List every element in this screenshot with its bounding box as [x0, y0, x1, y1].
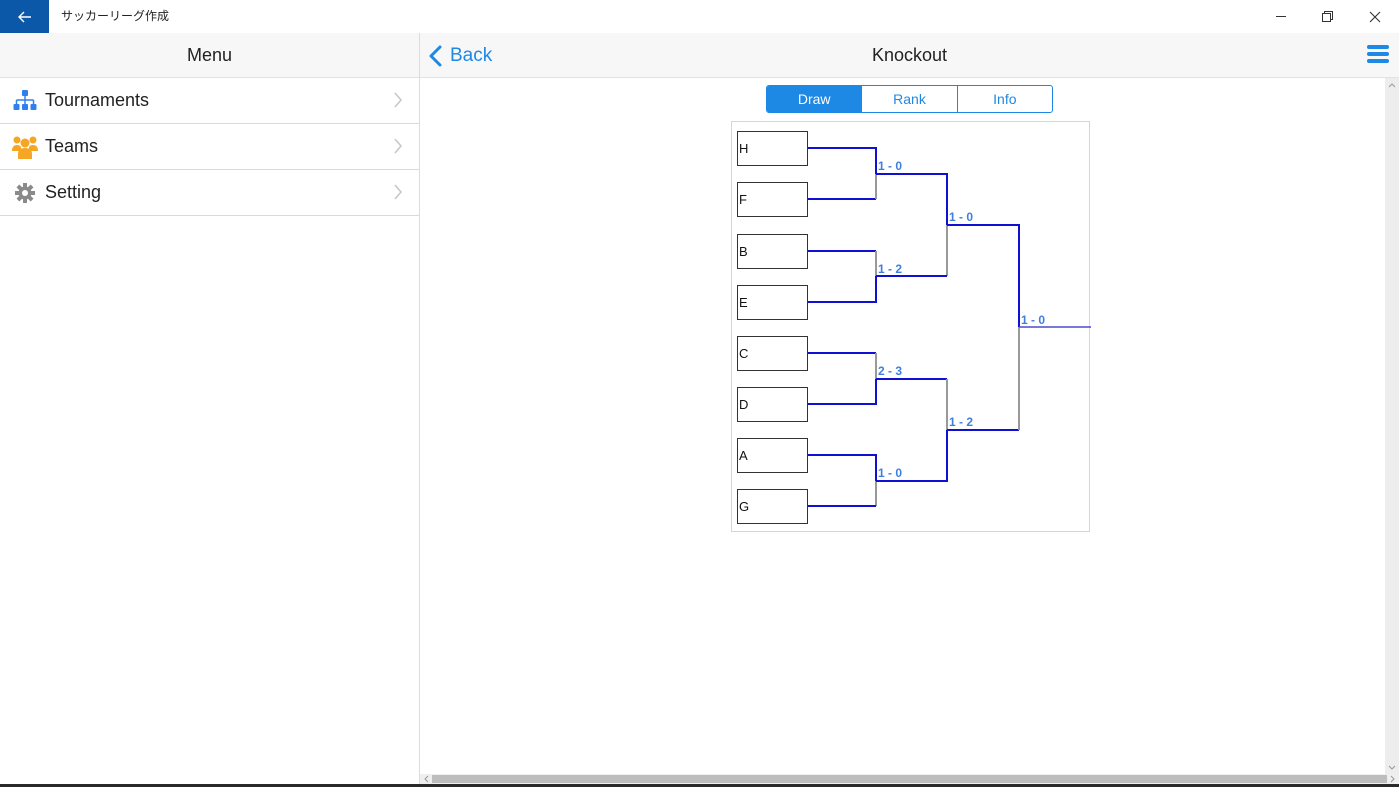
sidebar-item-setting[interactable]: Setting [0, 170, 419, 216]
scroll-left-icon [424, 775, 429, 783]
chevron-right-icon [394, 138, 403, 154]
match-score: 1 - 2 [878, 262, 903, 276]
sidebar-item-tournaments[interactable]: Tournaments [0, 78, 419, 124]
scroll-right-icon [1390, 775, 1395, 783]
back-button[interactable]: Back [428, 33, 492, 78]
minimize-button[interactable] [1258, 0, 1304, 33]
minimize-icon [1275, 16, 1286, 17]
match-score: 1 - 2 [949, 415, 974, 429]
tab-draw[interactable]: Draw [767, 86, 863, 112]
scrollbar-thumb[interactable] [432, 775, 1387, 783]
team-box[interactable]: D [737, 387, 808, 422]
tab-info[interactable]: Info [993, 91, 1017, 107]
team-box[interactable]: H [737, 131, 808, 166]
back-label: Back [450, 44, 493, 66]
team-box[interactable]: C [737, 336, 808, 371]
scroll-up-icon [1388, 83, 1396, 88]
title-bar: サッカーリーグ作成 [0, 0, 1399, 33]
window-title: サッカーリーグ作成 [61, 9, 170, 23]
view-tabs: Draw Rank Info [766, 85, 1053, 113]
main-header: Back Knockout [420, 33, 1399, 78]
sidebar-item-label: Setting [45, 182, 102, 202]
match-score: 1 - 0 [878, 466, 903, 480]
restore-icon [1322, 10, 1333, 22]
restore-button[interactable] [1305, 0, 1351, 33]
chevron-left-icon [429, 45, 442, 66]
team-box[interactable]: A [737, 438, 808, 473]
team-box[interactable]: G [737, 489, 808, 524]
final-score: 1 - 0 [1021, 313, 1046, 327]
team-box[interactable]: F [737, 182, 808, 217]
window-back-button[interactable] [0, 0, 49, 33]
sidebar-item-label: Teams [45, 136, 99, 156]
page-title: Knockout [871, 45, 948, 65]
sidebar: Menu Tournaments Teams Setting [0, 33, 420, 787]
scroll-down-icon [1388, 765, 1396, 770]
taskbar-edge [0, 784, 1399, 787]
close-button[interactable] [1352, 0, 1398, 33]
gear-icon [12, 180, 38, 206]
chevron-right-icon [394, 184, 403, 200]
hierarchy-icon [12, 88, 38, 114]
hamburger-line [1367, 52, 1389, 56]
match-score: 1 - 0 [878, 159, 903, 173]
sidebar-header: Menu [0, 33, 419, 78]
sidebar-item-label: Tournaments [45, 90, 150, 110]
tab-rank[interactable]: Rank [862, 86, 958, 112]
chevron-right-icon [394, 92, 403, 108]
sidebar-item-teams[interactable]: Teams [0, 124, 419, 170]
team-box[interactable]: B [737, 234, 808, 269]
main-panel: Back Knockout Draw Rank Info H F B E C D… [420, 33, 1399, 787]
team-box[interactable]: E [737, 285, 808, 320]
close-icon [1369, 11, 1381, 22]
vertical-scrollbar[interactable] [1385, 78, 1399, 775]
arrow-left-icon [17, 11, 31, 22]
knockout-bracket: H F B E C D A G [731, 121, 1091, 532]
hamburger-line [1367, 59, 1389, 63]
hamburger-menu-button[interactable] [1367, 45, 1389, 65]
match-score: 2 - 3 [878, 364, 903, 378]
hamburger-line [1367, 45, 1389, 49]
horizontal-scrollbar[interactable] [420, 774, 1399, 784]
match-score: 1 - 0 [949, 210, 974, 224]
group-icon [12, 134, 38, 160]
bracket-lines [808, 147, 1091, 507]
